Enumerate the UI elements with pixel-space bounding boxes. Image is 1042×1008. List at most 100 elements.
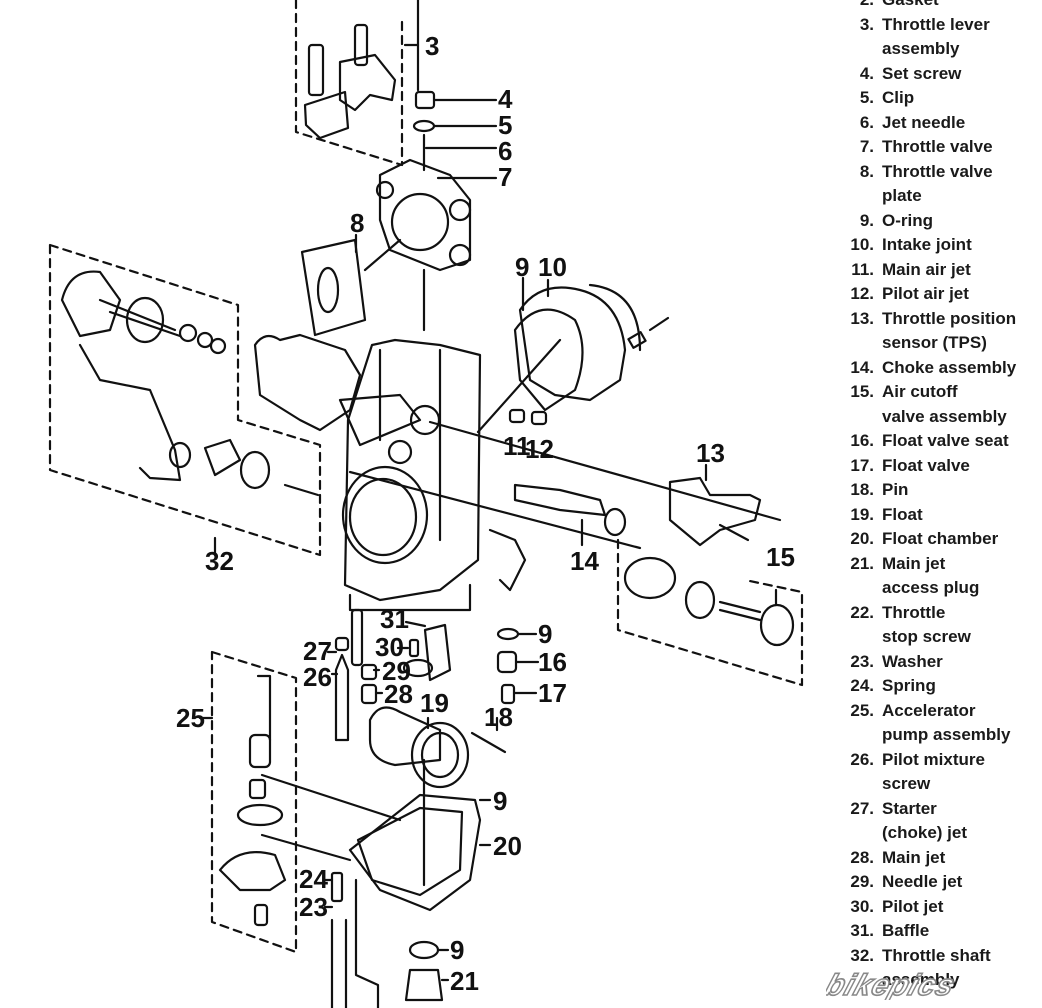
float-valve-parts — [470, 627, 540, 754]
legend-item-label: Throttle shaft assembly — [882, 945, 991, 990]
callout-12: 12 — [525, 434, 554, 464]
legend-item-number: 13. — [850, 308, 874, 328]
legend-item: 17. Float valve — [836, 454, 1042, 479]
legend-item-label: Main air jet — [882, 259, 971, 279]
legend-item-label: Throttle valve — [882, 137, 993, 156]
callout-19: 19 — [420, 688, 449, 718]
main-jet-plug-part — [404, 940, 450, 1002]
legend-item: 21.Main jet access plug — [836, 552, 1042, 601]
legend-item-number: 10. — [850, 235, 874, 254]
air-cutoff-part — [623, 556, 795, 647]
legend-item: 15. Air cutoff valve assembly — [836, 380, 1042, 429]
legend-item-label: Pilot jet — [882, 896, 944, 916]
callout-30: 30 — [375, 632, 404, 662]
accelerator-pump-part — [198, 674, 287, 927]
clip-part — [412, 119, 498, 133]
throttle-shaft-assembly-box — [48, 243, 322, 557]
throttle-shaft-part — [60, 270, 320, 557]
callout-32: 32 — [205, 546, 234, 576]
legend-item-number: 7. — [859, 137, 874, 156]
legend-item-label: Air cutoff valve assembly — [882, 382, 1007, 426]
legend-item-number: 17. — [850, 455, 874, 475]
legend-item-label: Baffle — [882, 921, 930, 940]
legend-item: 4.Set screw — [836, 62, 1042, 87]
legend-item-label: Jet needle — [882, 112, 966, 132]
legend-item-label: Main jet — [882, 847, 946, 867]
callout-9-bottom: 9 — [450, 935, 464, 965]
legend-item: 5. Clip — [836, 86, 1042, 111]
legend-item: 31.Baffle — [836, 919, 1042, 944]
throttle-valve-part — [375, 158, 498, 332]
legend-item: 10.Intake joint — [836, 233, 1042, 258]
carburetor-body — [253, 333, 527, 612]
legend-item: 24. Spring — [836, 674, 1042, 699]
set-screw-part — [414, 90, 498, 110]
callout-15: 15 — [766, 542, 795, 572]
legend-item-number: 6. — [859, 112, 874, 132]
callout-31: 31 — [380, 604, 409, 634]
legend-item-label: Clip — [882, 88, 915, 107]
legend-item: 14. Choke assembly — [836, 356, 1042, 381]
legend-item-label: Main jet access plug — [882, 553, 980, 598]
legend-item-number: 20. — [850, 529, 874, 548]
callout-9-top: 9 — [515, 252, 529, 282]
legend-item-label: Choke assembly — [882, 357, 1017, 377]
jet-needle-part — [422, 133, 498, 172]
legend-item-label: Throttle stop screw — [882, 602, 971, 647]
legend-item: 25.Accelerator pump assembly — [836, 699, 1042, 748]
legend-item-number: 14. — [850, 357, 874, 377]
callout-5: 5 — [498, 110, 512, 140]
legend-item: 3. Throttle lever assembly — [836, 13, 1042, 62]
legend-item: 26.Pilot mixture screw — [836, 748, 1042, 797]
callout-9-float-seat: 9 — [538, 619, 552, 649]
legend-item-label: Accelerator pump assembly — [882, 700, 1011, 745]
legend-item-number: 3. — [859, 14, 874, 34]
legend-item-number: 15. — [850, 382, 874, 401]
legend-item-number: 11. — [851, 259, 874, 279]
float-part — [368, 706, 470, 789]
legend-item: 29.Needle jet — [836, 870, 1042, 895]
legend-item: 20. Float chamber — [836, 527, 1042, 552]
callout-13: 13 — [696, 438, 725, 468]
legend-item-number: 22. — [850, 602, 874, 622]
legend-item-label: Starter (choke) jet — [882, 798, 968, 843]
throttle-stop-screw-part — [323, 871, 380, 1008]
legend-item-number: 27. — [850, 798, 874, 818]
legend-item: 2.Gasket — [836, 0, 1042, 13]
legend-item-label: Spring — [882, 676, 936, 695]
legend-item-label: Pin — [882, 480, 909, 499]
callout-23: 23 — [299, 892, 328, 922]
choke-part — [513, 483, 627, 547]
air-jets-part — [508, 408, 548, 426]
legend-item-label: Throttle position sensor (TPS) — [882, 308, 1017, 353]
legend-item: 28. Main jet — [836, 846, 1042, 871]
callout-18: 18 — [484, 702, 513, 732]
legend-item-label: Gasket — [882, 0, 939, 13]
legend-item-label: Pilot air jet — [882, 284, 969, 303]
legend-item: 32. Throttle shaft assembly — [836, 944, 1042, 993]
legend-item-number: 29. — [850, 872, 874, 891]
legend-item-label: Float valve — [882, 455, 970, 475]
legend-item-label: O-ring — [882, 210, 933, 230]
watermark-text: bikepics — [826, 968, 960, 1000]
callout-21: 21 — [450, 966, 479, 996]
throttle-lever-assembly-box — [294, 0, 404, 167]
legend-item-label: Set screw — [882, 63, 962, 83]
legend-item-number: 5. — [859, 88, 874, 107]
throttle-lever-part — [303, 0, 420, 140]
legend-item-number: 30. — [850, 896, 874, 916]
legend-item-number: 28. — [850, 847, 874, 867]
callout-7: 7 — [498, 162, 512, 192]
legend-item-number: 24. — [850, 676, 874, 695]
bikepics-watermark: bikepics — [826, 968, 961, 1000]
callout-16: 16 — [538, 647, 567, 677]
callout-20: 20 — [493, 831, 522, 861]
callout-25: 25 — [176, 703, 205, 733]
callout-11: 11 — [503, 431, 531, 461]
air-cutoff-valve-box — [616, 538, 804, 687]
legend-item-number: 32. — [850, 945, 874, 965]
legend-item-label: Throttle lever assembly — [882, 14, 990, 59]
callout-26: 26 — [303, 662, 332, 692]
legend-item-label: Float valve seat — [882, 431, 1009, 450]
legend-item-label: Float chamber — [882, 529, 999, 548]
